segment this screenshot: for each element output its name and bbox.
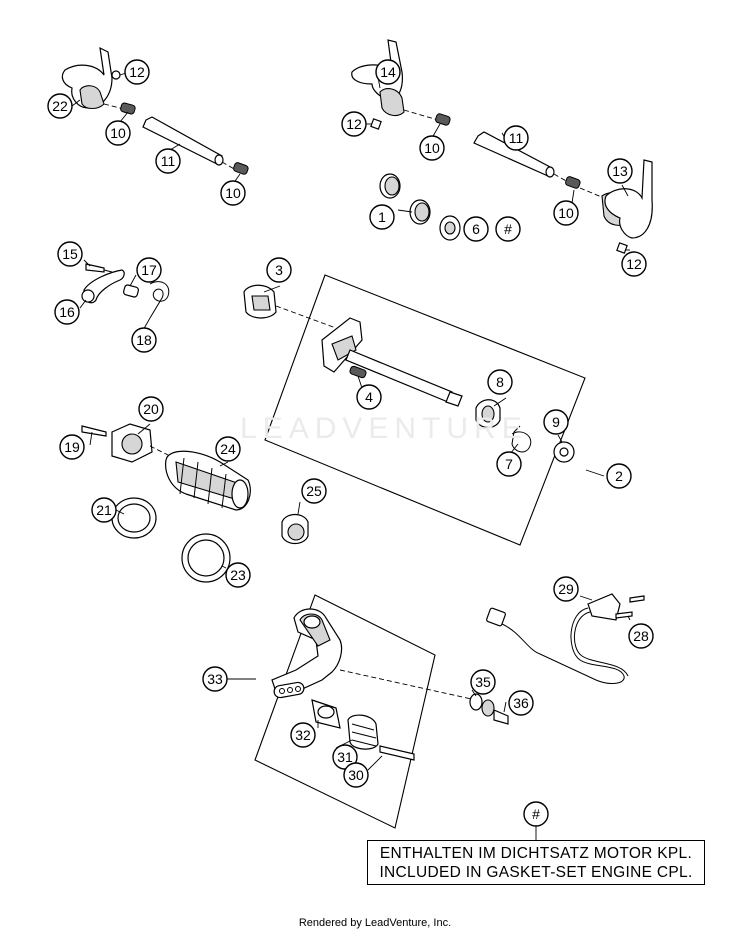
svg-text:28: 28 (633, 628, 649, 644)
watermark: LEADVENTURE (240, 412, 528, 445)
callout-11-a: 11 (155, 148, 181, 174)
callout-23: 23 (225, 562, 251, 588)
svg-text:18: 18 (136, 332, 152, 348)
svg-text:16: 16 (59, 304, 75, 320)
svg-text:12: 12 (129, 64, 145, 80)
svg-text:13: 13 (612, 163, 628, 179)
callout-16: 16 (54, 299, 80, 325)
gasket-set-note: ENTHALTEN IM DICHTSATZ MOTOR KPL. INCLUD… (367, 840, 705, 885)
callout-24: 24 (215, 436, 241, 462)
shift-shaft-assembly (243, 284, 575, 463)
callout-20: 20 (138, 396, 164, 422)
group-frame-shift-shaft (264, 274, 586, 546)
callout-21: 21 (91, 497, 117, 523)
callout-17: 17 (136, 257, 162, 283)
needle-bearings (379, 173, 461, 241)
locking-lever-assembly (81, 263, 170, 319)
svg-text:12: 12 (346, 116, 362, 132)
callout-11-b: 11 (503, 125, 529, 151)
svg-text:2: 2 (615, 468, 623, 484)
svg-text:31: 31 (337, 749, 353, 765)
callout-28: 28 (628, 623, 654, 649)
callout-33: 33 (202, 666, 228, 692)
callout-7: 7 (496, 451, 522, 477)
svg-text:30: 30 (348, 767, 364, 783)
svg-text:9: 9 (552, 414, 560, 430)
shift-lever-assembly (271, 608, 509, 761)
note-line-english: INCLUDED IN GASKET-SET ENGINE CPL. (379, 863, 693, 881)
note-line-german: ENTHALTEN IM DICHTSATZ MOTOR KPL. (379, 844, 693, 862)
svg-text:15: 15 (62, 246, 78, 262)
svg-text:19: 19 (64, 439, 80, 455)
svg-text:10: 10 (225, 185, 241, 201)
callout-1: 1 (369, 204, 395, 230)
callout-25: 25 (301, 478, 327, 504)
svg-text:12: 12 (626, 256, 642, 272)
callout-10-a: 10 (105, 120, 131, 146)
callout-10-b: 10 (220, 180, 246, 206)
leader-lines (71, 72, 631, 840)
callout-12-top-left: 12 (124, 59, 150, 85)
svg-text:8: 8 (496, 374, 504, 390)
callout-2: 2 (606, 463, 632, 489)
callout-8: 8 (487, 369, 513, 395)
gear-position-sensor (486, 593, 645, 684)
shift-fork-left (61, 46, 249, 175)
callout-13: 13 (607, 158, 633, 184)
svg-text:36: 36 (513, 695, 529, 711)
callout-3: 3 (266, 257, 292, 283)
svg-text:25: 25 (306, 483, 322, 499)
svg-text:20: 20 (143, 401, 159, 417)
shift-fork-right (579, 159, 653, 254)
svg-text:32: 32 (295, 727, 311, 743)
svg-text:7: 7 (505, 456, 513, 472)
callout-12-mid: 12 (341, 111, 367, 137)
svg-text:3: 3 (275, 262, 283, 278)
group-frame-shift-lever (254, 594, 436, 829)
svg-text:#: # (532, 806, 540, 822)
callout-22: 22 (47, 93, 73, 119)
svg-text:11: 11 (509, 130, 524, 146)
callout-12-right: 12 (621, 251, 647, 277)
callout-6: 6 (463, 216, 489, 242)
callout-15: 15 (57, 241, 83, 267)
svg-text:14: 14 (380, 64, 396, 80)
shift-drum-assembly (81, 423, 309, 583)
callout-19: 19 (59, 434, 85, 460)
callout-18: 18 (131, 327, 157, 353)
svg-text:35: 35 (475, 674, 491, 690)
svg-text:#: # (504, 221, 512, 237)
svg-text:17: 17 (141, 262, 157, 278)
callout-hash: # (495, 216, 521, 242)
callout-hash-note: # (523, 801, 549, 827)
svg-text:11: 11 (161, 153, 176, 169)
svg-text:24: 24 (220, 441, 236, 457)
callout-10-c: 10 (419, 135, 445, 161)
callout-4: 4 (356, 384, 382, 410)
svg-text:4: 4 (365, 389, 373, 405)
footer-credit: Rendered by LeadVenture, Inc. (298, 917, 452, 929)
callout-10-d: 10 (553, 200, 579, 226)
svg-text:1: 1 (378, 209, 386, 225)
callout-9: 9 (543, 409, 569, 435)
callout-35: 35 (470, 669, 496, 695)
callout-29: 29 (553, 576, 579, 602)
callout-36: 36 (508, 690, 534, 716)
svg-text:10: 10 (110, 125, 126, 141)
svg-text:21: 21 (96, 502, 112, 518)
svg-text:23: 23 (230, 567, 246, 583)
callout-30: 30 (343, 762, 369, 788)
callout-14: 14 (375, 59, 401, 85)
svg-text:22: 22 (52, 98, 68, 114)
svg-text:33: 33 (207, 671, 223, 687)
svg-text:6: 6 (472, 221, 480, 237)
svg-text:10: 10 (558, 205, 574, 221)
svg-text:10: 10 (424, 140, 440, 156)
callout-32: 32 (290, 722, 316, 748)
svg-text:29: 29 (558, 581, 574, 597)
